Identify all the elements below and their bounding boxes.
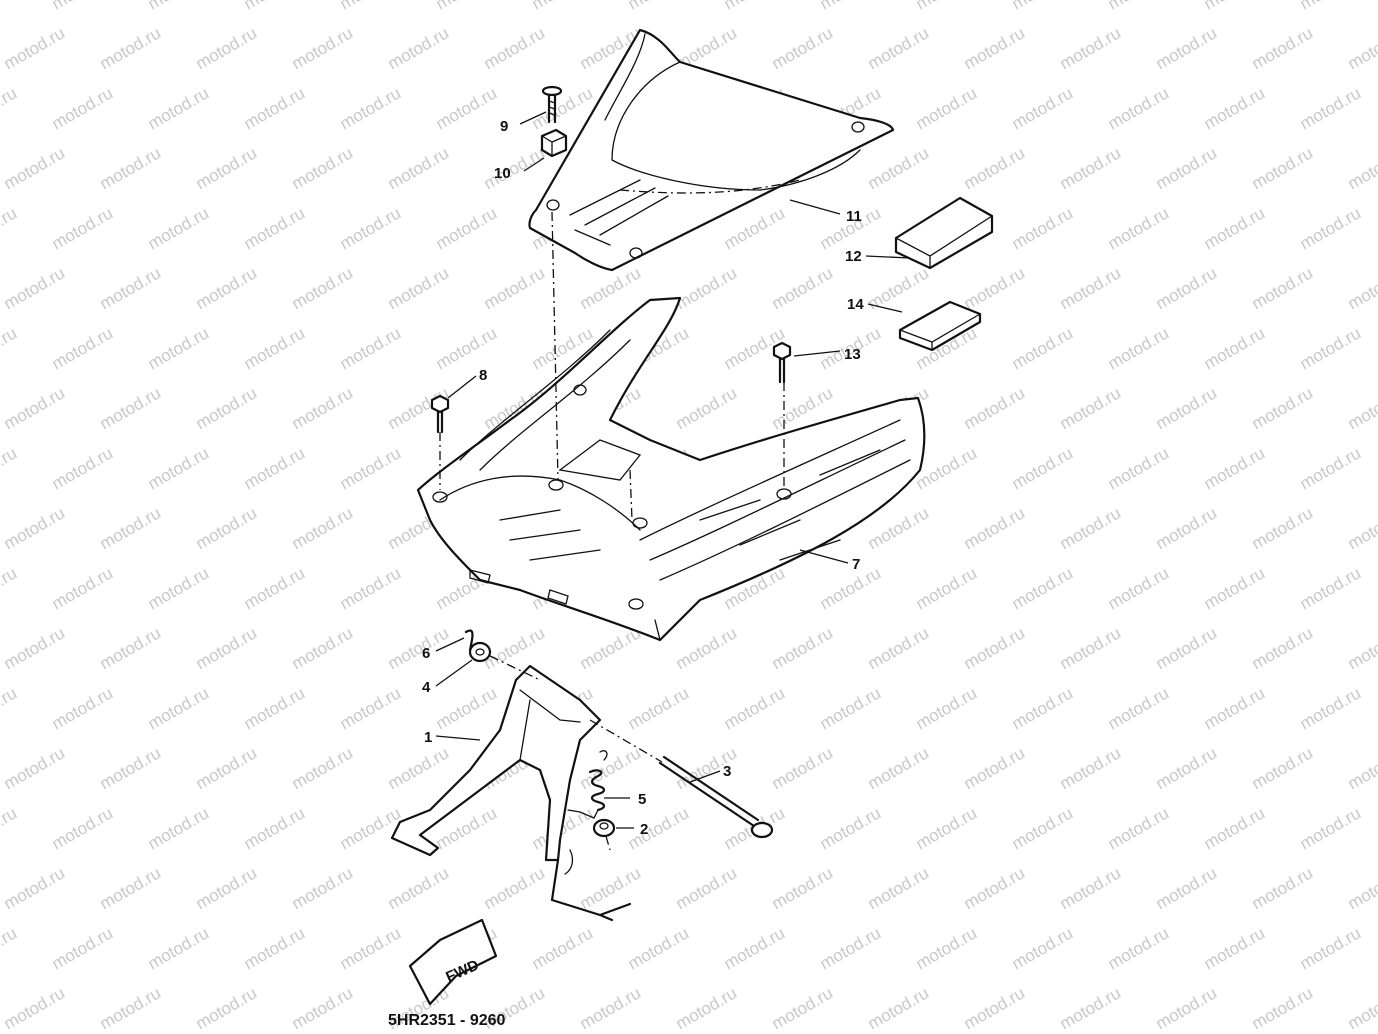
- part-label-6: 6: [422, 645, 430, 662]
- part-12-pad: [894, 196, 994, 270]
- part-label-8: 8: [479, 367, 487, 384]
- part-5-spring: [567, 750, 608, 819]
- part-label-9: 9: [500, 118, 508, 135]
- part-10-nut: [540, 128, 568, 158]
- part-number-labels: 9 10 11 12 14 13 8 7 6 4 1 3 5 2: [422, 118, 864, 838]
- part-4-washer: [468, 641, 492, 663]
- part-label-11: 11: [846, 208, 862, 225]
- part-label-4: 4: [422, 679, 431, 696]
- leader-lines: [435, 111, 911, 829]
- alignment-lines: [439, 179, 801, 851]
- part-label-10: 10: [494, 165, 511, 182]
- part-label-2: 2: [640, 821, 648, 838]
- part-label-5: 5: [638, 791, 646, 808]
- drawing-code: 5HR2351 - 9260: [388, 1012, 506, 1029]
- part-11-upper-cover: [528, 28, 895, 272]
- part-13-bolt: [772, 341, 792, 384]
- part-2-collar: [592, 818, 616, 838]
- part-7-floor-board: [416, 296, 926, 642]
- part-label-12: 12: [845, 248, 862, 265]
- part-9-screw: [541, 85, 563, 124]
- part-8-bolt: [430, 394, 450, 434]
- part-3-shaft: [658, 755, 774, 839]
- part-label-14: 14: [847, 296, 864, 313]
- part-label-1: 1: [424, 729, 432, 746]
- part-label-3: 3: [723, 763, 731, 780]
- part-label-13: 13: [844, 346, 861, 363]
- part-label-7: 7: [852, 556, 860, 573]
- part-1-center-stand: [390, 664, 632, 922]
- part-14-pad: [898, 300, 982, 352]
- fwd-direction-arrow: FWD: [408, 918, 498, 1006]
